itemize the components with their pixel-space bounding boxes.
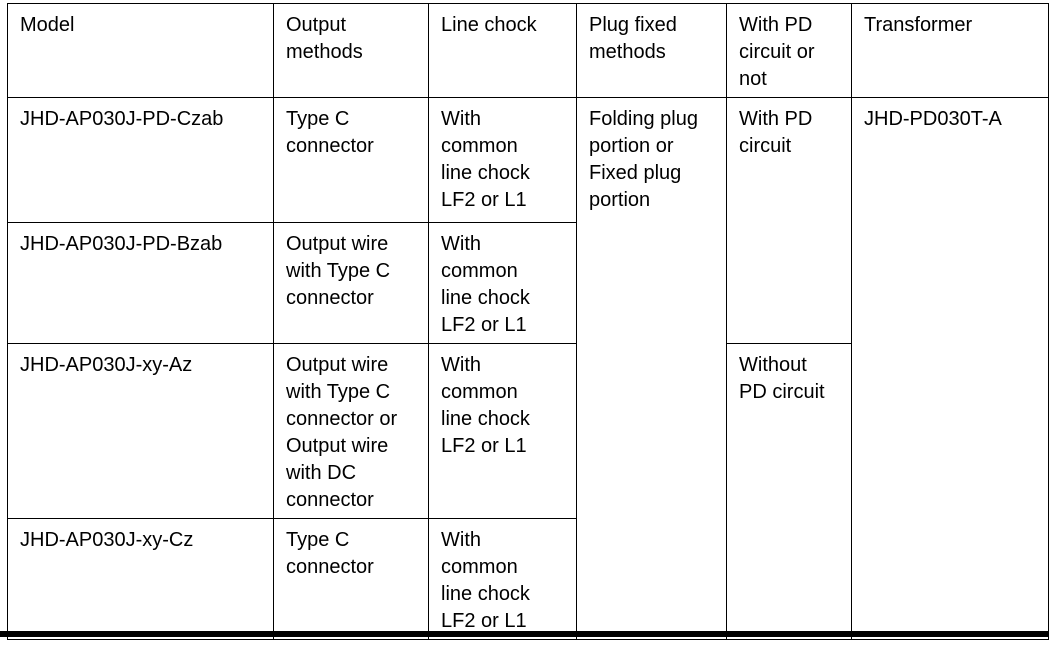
cell-line-chock: With common line chock LF2 or L1 bbox=[428, 222, 577, 344]
table-row: JHD-AP030J-xy-Az Output wire with Type C… bbox=[7, 343, 1049, 640]
cell-line-chock: With common line chock LF2 or L1 bbox=[428, 97, 577, 223]
page-bottom-rule bbox=[0, 631, 1048, 637]
cell-model: JHD-AP030J-xy-Cz bbox=[7, 518, 274, 640]
cell-line-chock: With common line chock LF2 or L1 bbox=[428, 343, 577, 519]
cell-plug-fixed-methods: Folding plug portion or Fixed plug porti… bbox=[576, 97, 727, 640]
cell-model: JHD-AP030J-PD-Bzab bbox=[7, 222, 274, 344]
table-row: JHD-AP030J-PD-Bzab Output wire with Type… bbox=[7, 222, 1049, 344]
header-output-methods: Output methods bbox=[273, 3, 429, 98]
cell-transformer: JHD-PD030T-A bbox=[851, 97, 1049, 640]
header-line-chock: Line chock bbox=[428, 3, 577, 98]
cell-model: JHD-AP030J-PD-Czab bbox=[7, 97, 274, 223]
cell-model: JHD-AP030J-xy-Az bbox=[7, 343, 274, 519]
cell-line-chock: With common line chock LF2 or L1 bbox=[428, 518, 577, 640]
cell-output-methods: Output wire with Type C connector or Out… bbox=[273, 343, 429, 519]
cell-output-methods: Type C connector bbox=[273, 518, 429, 640]
product-spec-table: Model Output methods Line chock Plug fix… bbox=[7, 3, 1049, 640]
cell-output-methods: Output wire with Type C connector bbox=[273, 222, 429, 344]
table-row: JHD-AP030J-xy-Cz Type C connector With c… bbox=[7, 518, 1049, 640]
cell-output-methods: Type C connector bbox=[273, 97, 429, 223]
cell-pd-without-circuit: Without PD circuit bbox=[726, 343, 852, 640]
header-plug-fixed-methods: Plug fixed methods bbox=[576, 3, 727, 98]
header-model: Model bbox=[7, 3, 274, 98]
header-transformer: Transformer bbox=[851, 3, 1049, 98]
header-row: Model Output methods Line chock Plug fix… bbox=[7, 3, 1049, 98]
table-row: JHD-AP030J-PD-Czab Type C connector With… bbox=[7, 97, 1049, 640]
cell-pd-with-circuit: With PD circuit bbox=[726, 97, 852, 344]
header-pd-circuit: With PD circuit or not bbox=[726, 3, 852, 98]
